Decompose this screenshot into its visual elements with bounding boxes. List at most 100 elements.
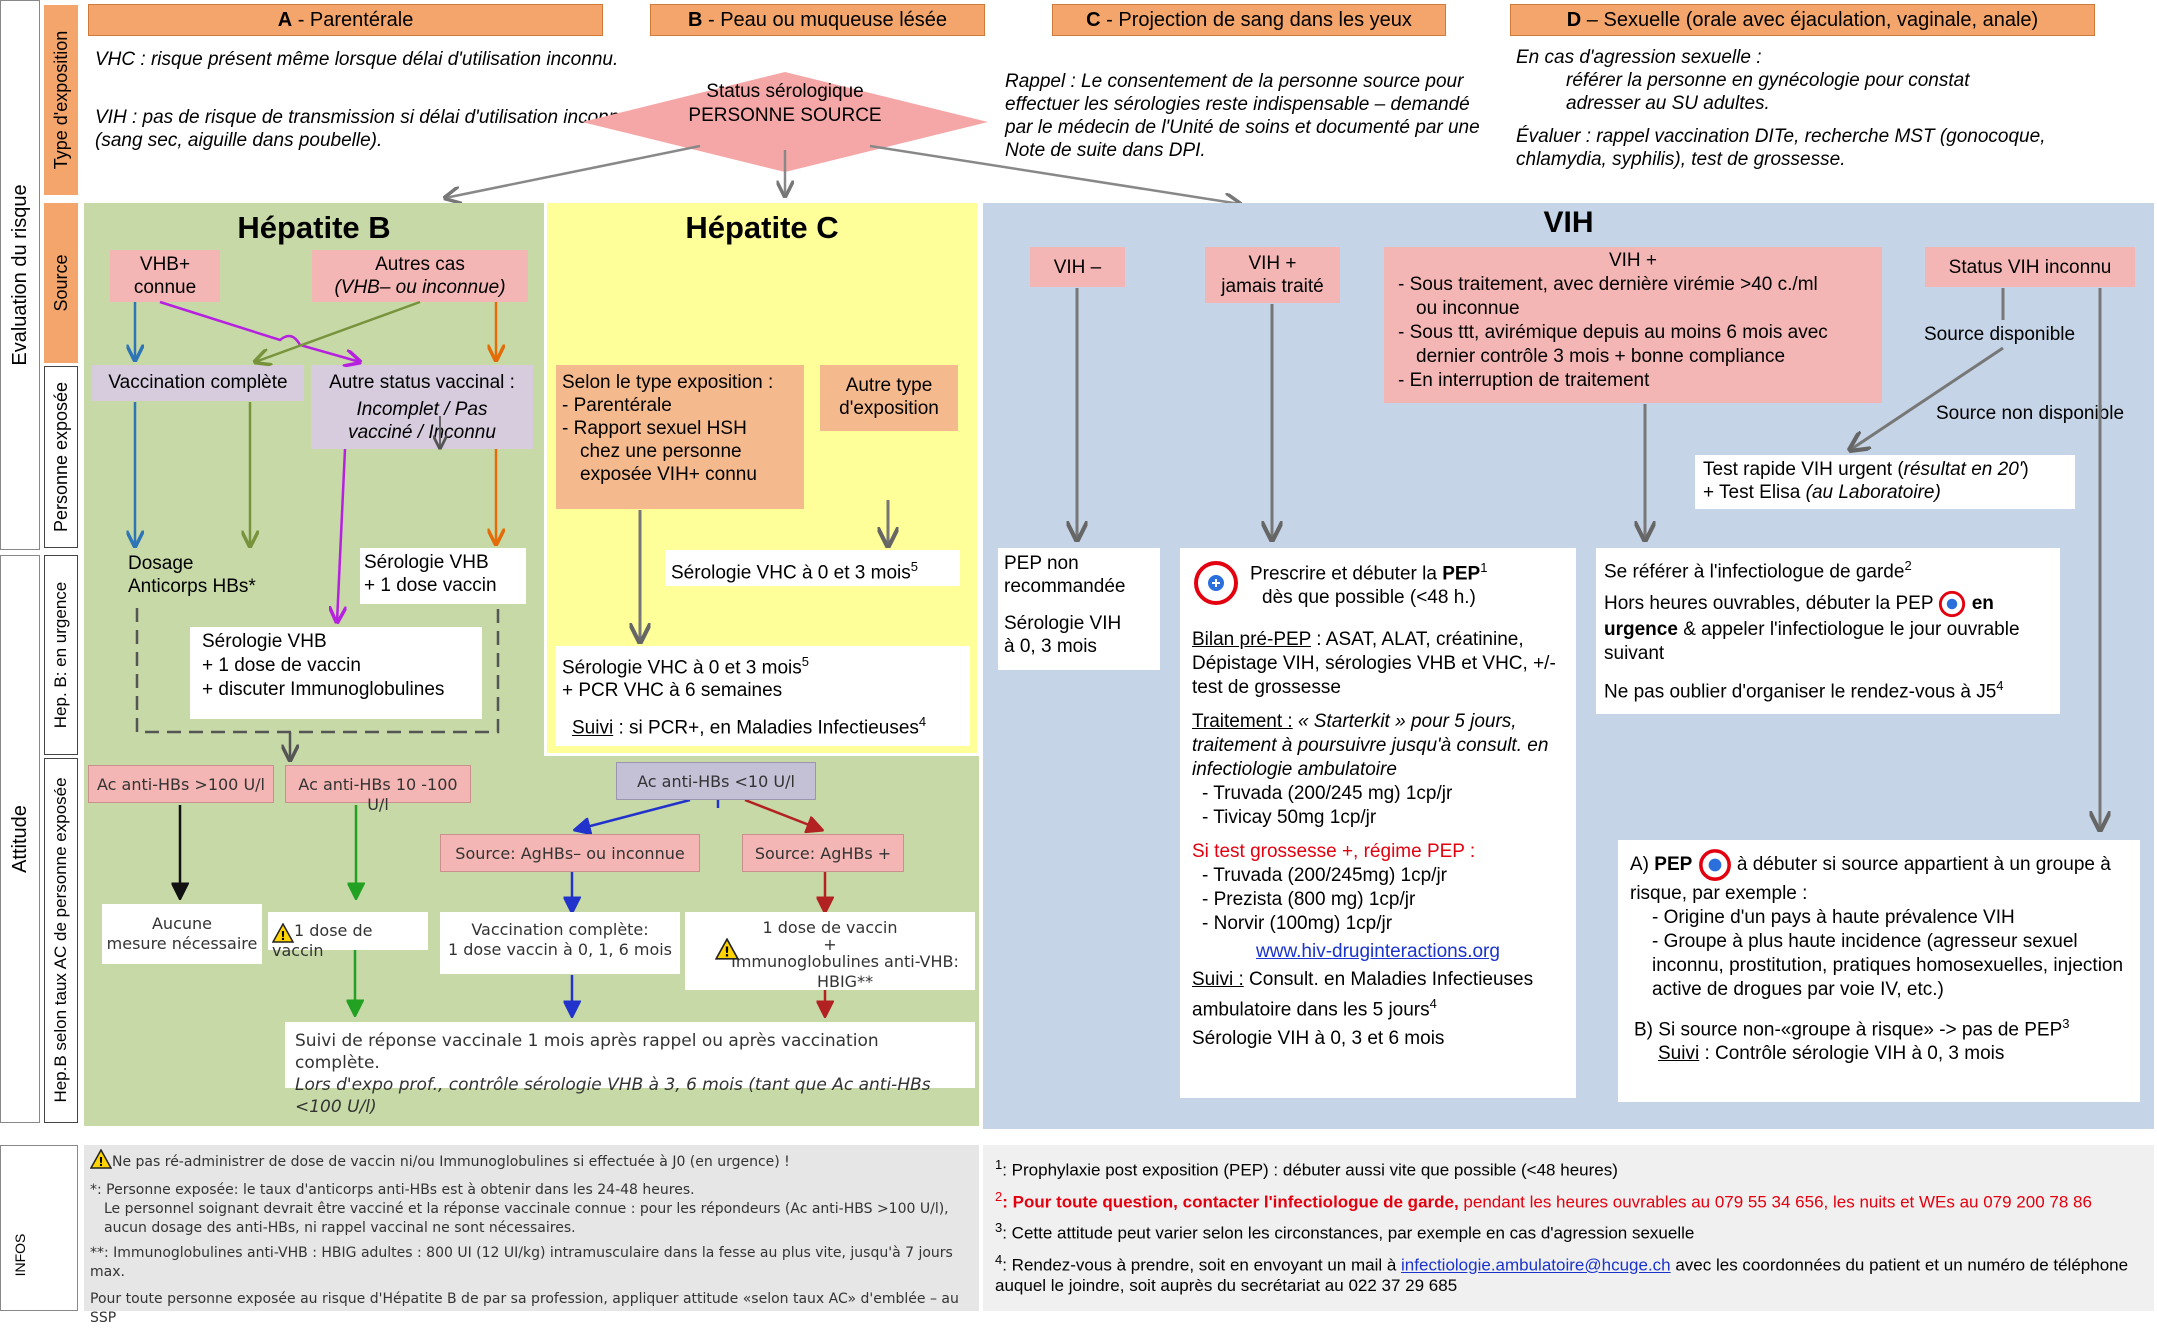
- infos-t3: : Cette attitude peut varier selon les c…: [1002, 1223, 1695, 1243]
- header-a-text: - Parentérale: [292, 9, 414, 31]
- hepb-hbig-l3: Immunoglobulines anti-VHB: HBIG**: [731, 952, 959, 991]
- svg-text:!: !: [280, 929, 285, 943]
- hepb-vacc-comp-l1: Vaccination complète:: [471, 920, 649, 939]
- vih-presc-l2: dès que possible (<48 h.): [1262, 587, 1476, 609]
- top-arrows: [0, 144, 2157, 220]
- infos-left-l2: *: Personne exposée: le taux d'anticorps…: [90, 1182, 695, 1198]
- hepb-dosage-l1: Dosage: [128, 553, 194, 574]
- hepc-selon-l2: - Parentérale: [562, 395, 672, 416]
- vih-pos-l3: - En interruption de traitement: [1398, 370, 1650, 391]
- hepc-arrows: [540, 500, 980, 650]
- hepb-sero-ig: Sérologie VHB + 1 dose de vaccin + discu…: [190, 627, 482, 719]
- vih-suivi-text: Consult. en Maladies Infectieuses ambula…: [1192, 969, 1534, 1021]
- vih-b-text: B) Si source non-«groupe à risque» -> pa…: [1634, 1019, 2063, 1041]
- pep-icon: [1192, 559, 1240, 607]
- hepc-sero-03-text: Sérologie VHC à 0 et 3 mois: [671, 562, 911, 584]
- infos-left-l4: **: Immunoglobulines anti-VHB : HBIG adu…: [90, 1245, 953, 1280]
- hepc-sero-pcr: Sérologie VHC à 0 et 3 mois5 + PCR VHC à…: [556, 646, 970, 746]
- header-b: B - Peau ou muqueuse lésée: [650, 4, 985, 36]
- agression-su: adresser au SU adultes.: [1566, 93, 1770, 114]
- sidebar-attitude-box: [0, 555, 40, 1123]
- sidebar-hepb-taux: [44, 758, 78, 1123]
- hepc-suivi-sup: 4: [918, 714, 927, 730]
- vih-suivi-label: Suivi :: [1192, 969, 1244, 991]
- hepc-selon-type: Selon le type exposition : - Parentérale…: [556, 365, 804, 509]
- svg-text:!: !: [98, 1155, 103, 1169]
- sidebar-type-expo: [44, 5, 78, 195]
- hepc-autre-l1: Autre type: [845, 375, 933, 396]
- vih-b-suivi-label: Suivi: [1658, 1043, 1700, 1065]
- hepb-ac-100: Ac anti-HBs >100 U/l: [88, 765, 274, 803]
- vih-prezista: - Prezista (800 mg) 1cp/jr: [1202, 889, 1416, 911]
- sidebar-infos-box: [0, 1145, 78, 1311]
- hepb-sero-ig-l1: Sérologie VHB: [202, 631, 327, 652]
- vih-a-prefix: A): [1630, 854, 1655, 876]
- agression-title: En cas d'agression sexuelle :: [1516, 47, 1762, 68]
- vih-ref-2c: & appeler l'infectiologue le jour ouvrab…: [1604, 619, 2020, 665]
- source-status-diamond: [582, 72, 988, 172]
- hepb-suivi-l2: Lors d'expo prof., contrôle sérologie VH…: [295, 1075, 931, 1117]
- hepb-autre-status-l2: Incomplet / Pas vacciné / Inconnu: [348, 399, 496, 443]
- hepb-sero-ig-l3: + discuter Immunoglobulines: [202, 679, 445, 700]
- infos-email-link[interactable]: infectiologie.ambulatoire@hcuge.ch: [1401, 1255, 1671, 1275]
- hepb-autre-status: Autre status vaccinal : Incomplet / Pas …: [311, 365, 533, 449]
- sidebar-eval-box: [0, 0, 40, 550]
- header-c-letter: C: [1086, 9, 1101, 31]
- vih-bilan-label: Bilan pré-PEP: [1192, 629, 1311, 651]
- vih-inconnu: Status VIH inconnu: [1925, 247, 2135, 287]
- vih-ref-2a: Hors heures ouvrables, débuter la PEP: [1604, 593, 1934, 615]
- vih-prescrire: Prescrire et débuter la PEP1 dès que pos…: [1180, 548, 1576, 1098]
- hepb-vacc-comp: Vaccination complète: 1 dose vaccin à 0,…: [440, 912, 680, 974]
- hepc-selon-l5: exposée VIH+ connu: [580, 464, 757, 485]
- vih-trait-text: « Starterkit » pour 5 jours, traitement …: [1192, 711, 1549, 781]
- vih-jamais-l1: VIH +: [1248, 253, 1297, 274]
- infos-left-l3: Le personnel soignant devrait être vacci…: [104, 1201, 949, 1236]
- infos-t2: pendant les heures ouvrables au 079 55 3…: [1458, 1192, 2092, 1212]
- vih-src-non-dispo: Source non disponible: [1932, 402, 2129, 425]
- header-b-letter: B: [687, 9, 703, 31]
- infos-t1: : Prophylaxie post exposition (PEP) : dé…: [1002, 1160, 1618, 1180]
- vih-test-rapide: Test rapide VIH urgent (résultat en 20')…: [1695, 455, 2075, 509]
- hepb-arrows: [0, 300, 1000, 1130]
- hepc-selon-l3: - Rapport sexuel HSH: [562, 418, 747, 439]
- vih-a-b1: - Origine d'un pays à haute prévalence V…: [1652, 907, 2015, 928]
- vih-a-pep: PEP: [1654, 854, 1693, 876]
- hepc-sero-pcr-sup: 5: [801, 654, 809, 669]
- infos-t4a: : Rendez-vous à prendre, soit en envoyan…: [1002, 1255, 1402, 1275]
- vih-tivicay: - Tivicay 50mg 1cp/jr: [1202, 807, 1377, 829]
- vih-test-rapide-b: résultat en 20': [1903, 459, 2023, 480]
- hepb-ac-10: Ac anti-HBs <10 U/l: [616, 762, 816, 800]
- vih-neg: VIH –: [1030, 247, 1125, 287]
- diamond-line2: PERSONNE SOURCE: [688, 105, 882, 126]
- hepb-suivi: Suivi de réponse vaccinale 1 mois après …: [285, 1022, 975, 1117]
- sidebar-hepb-urg: [44, 555, 78, 755]
- vih-druginteractions-link[interactable]: www.hiv-druginteractions.org: [1256, 941, 1500, 963]
- diamond-line1: Status sérologique: [706, 81, 864, 102]
- hepb-autres-cas-l2: (VHB– ou inconnue): [334, 277, 506, 298]
- vih-pep-non: PEP non recommandée Sérologie VIH à 0, 3…: [998, 548, 1160, 670]
- vih-pep-non-l2: recommandée: [1004, 576, 1126, 597]
- sidebar-source: [44, 203, 78, 363]
- infos-t2b: : Pour toute question, contacter l'infec…: [1002, 1192, 1459, 1212]
- header-a: A - Parentérale: [88, 4, 603, 36]
- vih-arrows: [0, 288, 2157, 1130]
- vih-norvir: - Norvir (100mg) 1cp/jr: [1202, 913, 1393, 935]
- vih-pep-non-l1: PEP non: [1004, 553, 1079, 574]
- pep-icon: [1698, 848, 1732, 882]
- vih-pos-l2: - Sous ttt, avirémique depuis au moins 6…: [1398, 322, 1828, 343]
- hepc-selon-l4: chez une personne: [580, 441, 742, 462]
- vih-sero-036: Sérologie VIH à 0, 3 et 6 mois: [1192, 1027, 1445, 1049]
- vih-src-dispo: Source disponible: [1920, 323, 2080, 346]
- infos-n3: 3: [995, 1220, 1003, 1236]
- svg-text:!: !: [724, 946, 730, 960]
- hepb-autres-cas-l1: Autres cas: [375, 254, 465, 275]
- hepb-vhb-connue: VHB+ connue: [110, 250, 220, 302]
- sidebar-infos-label: INFOS: [12, 1233, 28, 1277]
- vih-pos: VIH + - Sous traitement, avec dernière v…: [1384, 247, 1882, 403]
- header-d-letter: D: [1566, 9, 1582, 31]
- vih-jamais-l2: jamais traité: [1221, 276, 1324, 297]
- infos-n1: 1: [995, 1157, 1003, 1172]
- hepc-autre-type: Autre type d'exposition: [820, 365, 958, 431]
- rappel-consentement: Rappel : Le consentement de la personne …: [1005, 71, 1480, 161]
- header-d-text: – Sexuelle (orale avec éjaculation, vagi…: [1581, 9, 2039, 31]
